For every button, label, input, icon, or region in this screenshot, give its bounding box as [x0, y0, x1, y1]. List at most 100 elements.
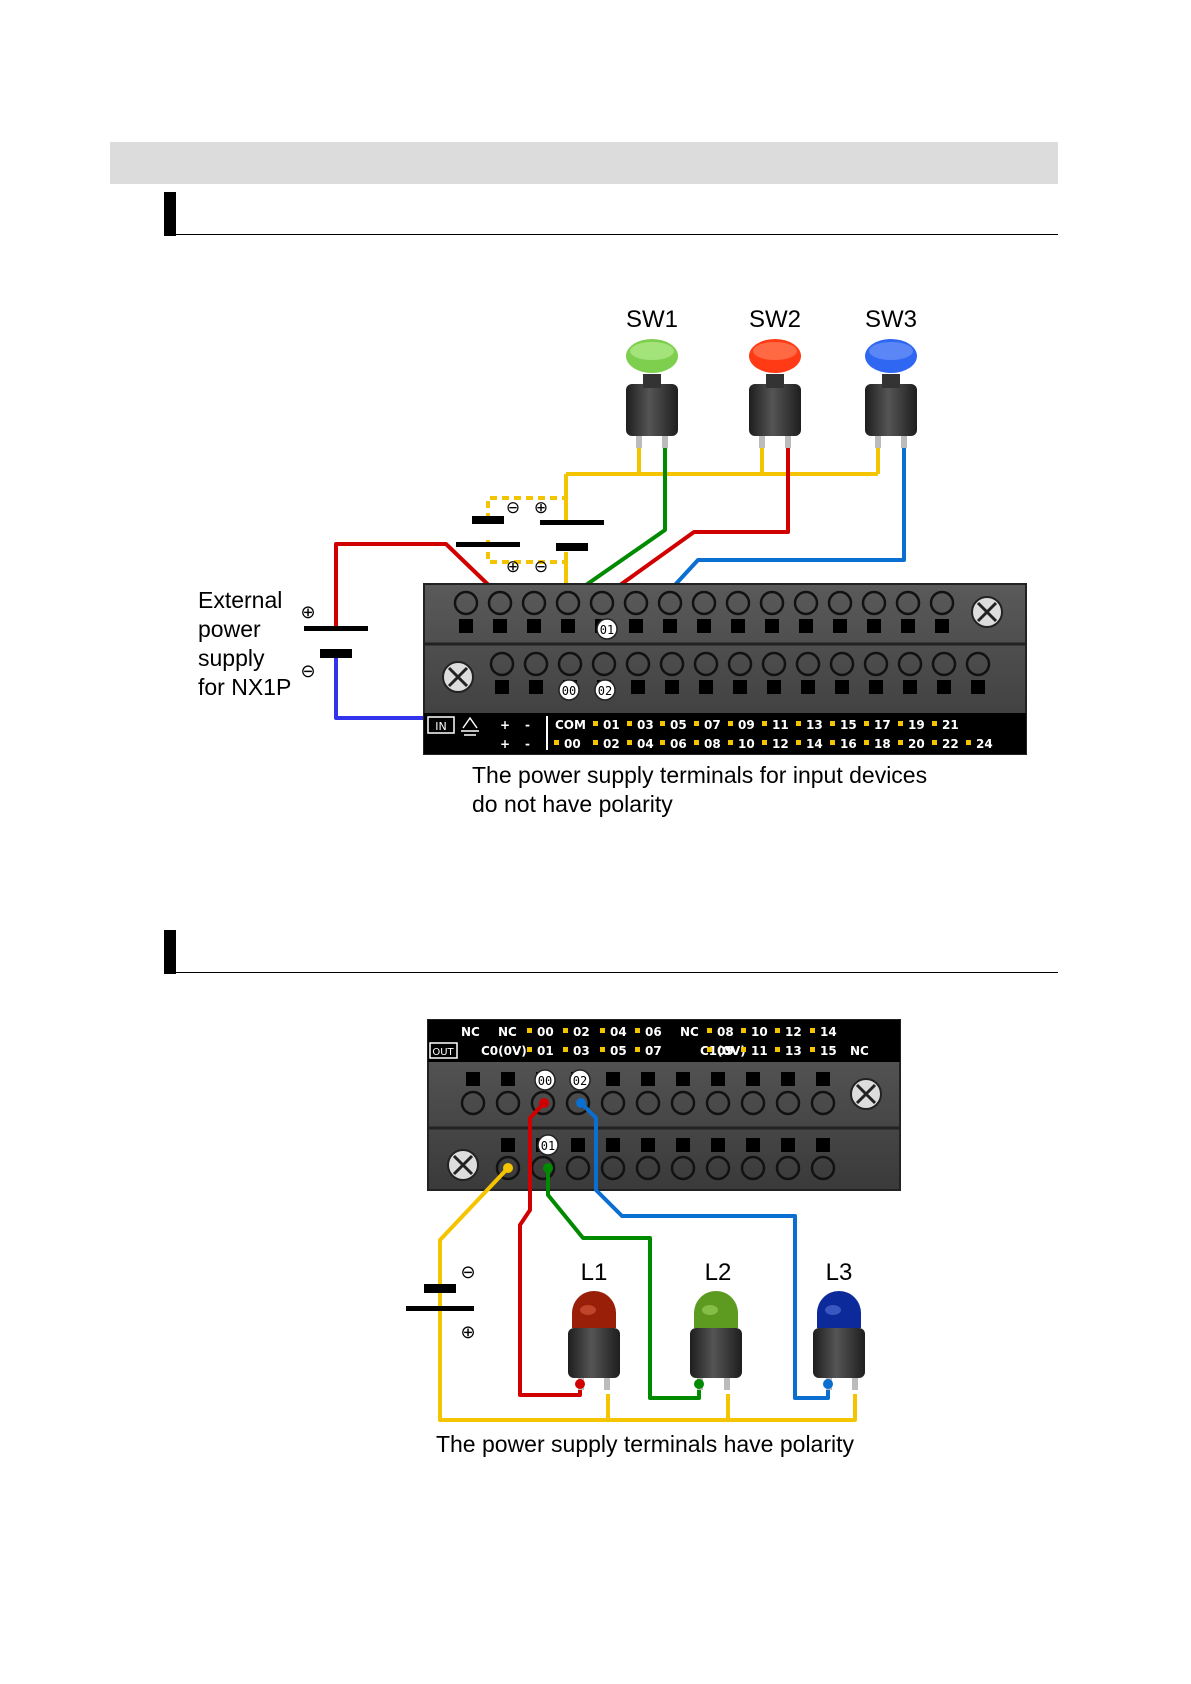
terminal-hole[interactable]	[625, 651, 651, 677]
terminal-label: 09	[717, 1044, 734, 1058]
terminal-hole[interactable]	[810, 1090, 836, 1116]
terminal-label: 02	[573, 1025, 590, 1039]
terminal-hole[interactable]	[657, 590, 683, 616]
terminal-label: 02	[603, 737, 620, 751]
terminal-label: 03	[637, 718, 654, 732]
terminal-hole[interactable]	[775, 1155, 801, 1181]
terminal-release	[869, 680, 883, 694]
label-indicator	[762, 721, 767, 726]
terminal-label: 00	[537, 1025, 554, 1039]
label-indicator	[775, 1028, 780, 1033]
terminal-hole[interactable]	[759, 590, 785, 616]
label-indicator	[563, 1047, 568, 1052]
terminal-label: -	[525, 737, 530, 751]
terminal-hole[interactable]	[691, 590, 717, 616]
terminal-label: 11	[751, 1044, 768, 1058]
label-indicator	[741, 1028, 746, 1033]
terminal-hole[interactable]	[929, 590, 955, 616]
terminal-hole[interactable]	[635, 1090, 661, 1116]
terminal-label: 07	[704, 718, 721, 732]
terminal-hole[interactable]	[861, 590, 887, 616]
terminal-hole[interactable]	[523, 651, 549, 677]
terminal-release	[733, 680, 747, 694]
label-indicator	[554, 740, 559, 745]
terminal-hole[interactable]	[565, 1090, 591, 1116]
terminal-hole[interactable]	[589, 590, 615, 616]
label-indicator	[864, 740, 869, 745]
terminal-hole[interactable]	[727, 651, 753, 677]
terminal-label: 24	[976, 737, 993, 751]
terminal-hole[interactable]	[829, 651, 855, 677]
terminal-hole[interactable]	[557, 651, 583, 677]
label-indicator	[762, 740, 767, 745]
terminal-hole[interactable]	[740, 1090, 766, 1116]
terminal-release	[901, 619, 915, 633]
terminal-hole[interactable]	[705, 1090, 731, 1116]
wire-yellow-dashed	[486, 496, 566, 564]
terminal-hole[interactable]	[495, 1155, 521, 1181]
terminal-hole[interactable]	[705, 1155, 731, 1181]
terminal-label: 13	[806, 718, 823, 732]
label-indicator	[796, 740, 801, 745]
terminal-release	[765, 619, 779, 633]
terminal-label: 22	[942, 737, 959, 751]
terminal-hole[interactable]	[565, 1155, 591, 1181]
terminal-hole[interactable]	[795, 651, 821, 677]
terminal-hole[interactable]	[623, 590, 649, 616]
terminal-label: 01	[537, 1044, 554, 1058]
wire-red-sw2	[600, 448, 790, 600]
terminal-label: NC	[850, 1044, 869, 1058]
terminal-hole[interactable]	[827, 590, 853, 616]
terminal-hole[interactable]	[740, 1155, 766, 1181]
terminal-hole[interactable]	[670, 1155, 696, 1181]
switch-sw2[interactable]	[749, 339, 801, 448]
terminal-hole[interactable]	[460, 1090, 486, 1116]
terminal-hole[interactable]	[453, 590, 479, 616]
marker-02: 02	[598, 684, 612, 698]
terminal-hole[interactable]	[600, 1155, 626, 1181]
lamp-l3[interactable]	[813, 1291, 865, 1390]
terminal-hole[interactable]	[863, 651, 889, 677]
terminal-hole[interactable]	[555, 590, 581, 616]
terminal-hole[interactable]	[761, 651, 787, 677]
switch-sw1[interactable]	[626, 339, 678, 448]
svg-text:⊕: ⊕	[534, 498, 548, 517]
terminal-release	[699, 680, 713, 694]
terminal-hole[interactable]	[725, 590, 751, 616]
terminal-label: 07	[645, 1044, 662, 1058]
section-marker-input	[164, 192, 176, 236]
terminal-hole[interactable]	[659, 651, 685, 677]
terminal-hole[interactable]	[635, 1155, 661, 1181]
terminal-hole[interactable]	[895, 590, 921, 616]
label-indicator	[600, 1047, 605, 1052]
section-rule-output	[164, 972, 1058, 973]
label-indicator	[635, 1047, 640, 1052]
terminal-hole[interactable]	[810, 1155, 836, 1181]
l3-label: L3	[826, 1259, 853, 1286]
terminal-hole[interactable]	[591, 651, 617, 677]
terminal-hole[interactable]	[775, 1090, 801, 1116]
terminal-hole[interactable]	[897, 651, 923, 677]
terminal-release	[801, 680, 815, 694]
lamp-l2[interactable]	[690, 1291, 742, 1390]
terminal-hole[interactable]	[495, 1090, 521, 1116]
terminal-hole[interactable]	[600, 1090, 626, 1116]
out-badge: OUT	[432, 1047, 454, 1058]
terminal-hole[interactable]	[670, 1090, 696, 1116]
terminal-hole[interactable]	[931, 651, 957, 677]
terminal-hole[interactable]	[793, 590, 819, 616]
terminal-label: 16	[840, 737, 857, 751]
terminal-hole[interactable]	[487, 590, 513, 616]
terminal-hole[interactable]	[489, 651, 515, 677]
terminal-hole[interactable]	[965, 651, 991, 677]
section-rule-input	[164, 234, 1058, 235]
terminal-hole[interactable]	[693, 651, 719, 677]
terminal-label: 12	[772, 737, 789, 751]
terminal-label: 19	[908, 718, 925, 732]
terminal-hole[interactable]	[530, 1090, 556, 1116]
switch-sw3[interactable]	[865, 339, 917, 448]
lamp-l1[interactable]	[568, 1291, 620, 1390]
terminal-release	[495, 680, 509, 694]
terminal-hole[interactable]	[521, 590, 547, 616]
